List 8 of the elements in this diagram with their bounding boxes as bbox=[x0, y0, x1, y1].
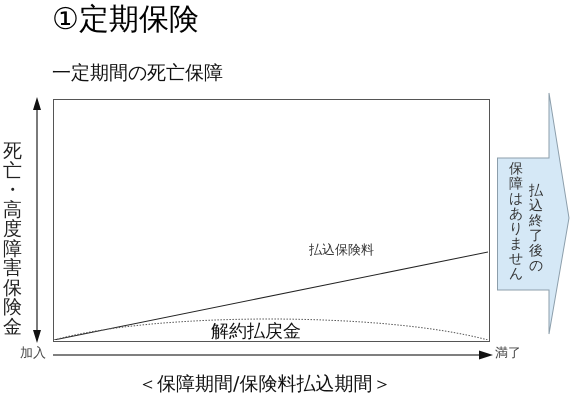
chart-frame bbox=[53, 99, 490, 342]
axis-end-label: 満了 bbox=[495, 347, 521, 360]
line-label: 払込保険料 bbox=[309, 244, 374, 257]
diagram-title: ①定期保険 bbox=[52, 5, 199, 35]
axis-end-label: 加入 bbox=[20, 347, 46, 360]
axis-title: 死亡・高度障害保険金 bbox=[2, 142, 23, 337]
curve-label: 解約払戻金 bbox=[211, 323, 301, 341]
axis-title: ＜保障期間/保険料払込期間＞ bbox=[138, 375, 392, 394]
